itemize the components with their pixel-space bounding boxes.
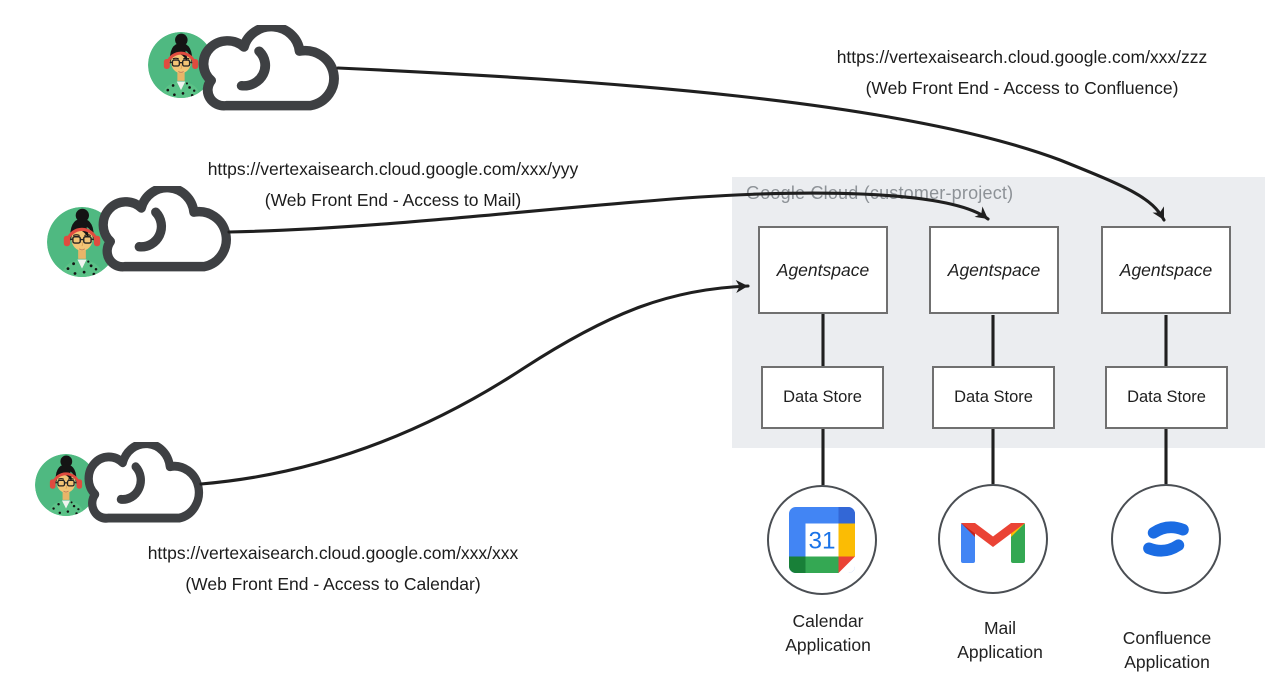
mail-app-label: Mail Application	[957, 618, 1043, 662]
calendar-day-number: 31	[809, 528, 836, 555]
calendar-app-circle: 31	[767, 485, 877, 595]
arrow-user-to-calendar-agentspace	[199, 279, 750, 486]
calendar-app-label: Calendar Application	[785, 611, 871, 655]
agentspace-box-calendar: Agentspace	[758, 226, 888, 314]
cloud-icon	[198, 25, 340, 114]
confluence-app-circle	[1111, 484, 1221, 594]
mail-app-circle	[938, 484, 1048, 594]
google-calendar-icon: 31	[789, 507, 855, 573]
confluence-icon	[1143, 521, 1189, 557]
confluence-url-caption: (Web Front End - Access to Confluence)	[865, 78, 1179, 98]
calendar-url-annotation: https://vertexaisearch.cloud.google.com/…	[103, 538, 563, 600]
calendar-url-caption: (Web Front End - Access to Calendar)	[185, 574, 481, 594]
agentspace-box-mail: Agentspace	[929, 226, 1059, 314]
agentspace-box-confluence: Agentspace	[1101, 226, 1231, 314]
confluence-url-annotation: https://vertexaisearch.cloud.google.com/…	[792, 42, 1252, 104]
confluence-app-label: Confluence Application	[1122, 628, 1212, 672]
user-group-middle	[47, 186, 237, 282]
mail-url: https://vertexaisearch.cloud.google.com/…	[207, 159, 579, 179]
datastore-box-calendar: Data Store	[761, 366, 884, 429]
datastore-box-mail: Data Store	[932, 366, 1055, 429]
datastore-box-confluence: Data Store	[1105, 366, 1228, 429]
confluence-url: https://vertexaisearch.cloud.google.com/…	[836, 47, 1208, 67]
user-group-bottom	[35, 442, 207, 532]
cloud-icon	[84, 442, 204, 526]
gmail-icon	[961, 523, 1025, 563]
calendar-url: https://vertexaisearch.cloud.google.com/…	[147, 543, 519, 563]
panel-title: Google Cloud (customer-project)	[746, 183, 1014, 203]
user-group-top	[148, 25, 344, 121]
cloud-icon	[98, 186, 232, 275]
